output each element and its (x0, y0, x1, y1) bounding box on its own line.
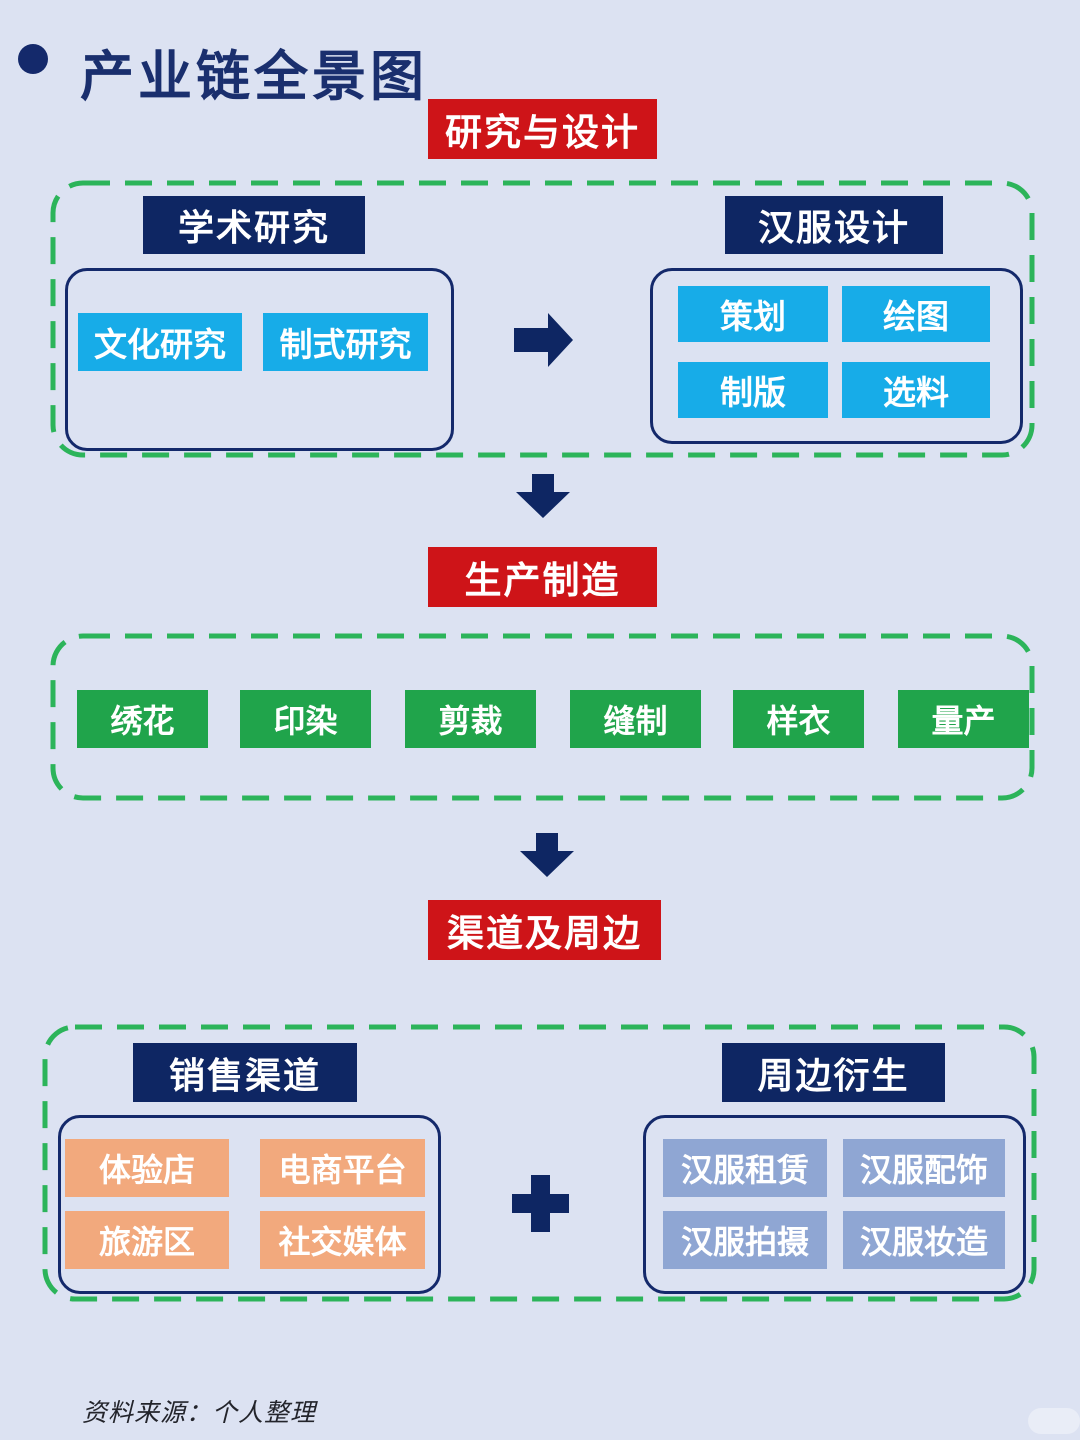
item-format-research: 制式研究 (263, 313, 428, 371)
item-cultural-research: 文化研究 (78, 313, 242, 371)
item-drawing: 绘图 (842, 286, 990, 342)
research-design-dashed-border (50, 180, 1035, 458)
item-material-selection: 选料 (842, 362, 990, 418)
item-sewing: 缝制 (570, 690, 701, 748)
item-tourist-area: 旅游区 (65, 1211, 229, 1269)
item-hanfu-photography: 汉服拍摄 (663, 1211, 827, 1269)
item-hanfu-rental: 汉服租赁 (663, 1139, 827, 1197)
item-social-media: 社交媒体 (260, 1211, 425, 1269)
item-embroidery: 绣花 (77, 690, 208, 748)
group-header-academic-research: 学术研究 (143, 196, 365, 254)
item-pattern-making: 制版 (678, 362, 828, 418)
item-sample-garment: 样衣 (733, 690, 864, 748)
item-planning: 策划 (678, 286, 828, 342)
item-cutting: 剪裁 (405, 690, 536, 748)
item-experience-store: 体验店 (65, 1139, 229, 1197)
title-bullet-icon (18, 44, 48, 74)
watermark (1028, 1408, 1080, 1434)
item-hanfu-accessories: 汉服配饰 (843, 1139, 1005, 1197)
page-title: 产业链全景图 (80, 47, 428, 107)
stage-banner-research-design: 研究与设计 (428, 99, 657, 159)
group-header-hanfu-design: 汉服设计 (725, 196, 943, 254)
item-printing-dyeing: 印染 (240, 690, 371, 748)
stage-banner-production: 生产制造 (428, 547, 657, 607)
group-box-derivatives (643, 1115, 1026, 1294)
group-box-academic-research (65, 268, 454, 451)
group-header-derivatives: 周边衍生 (722, 1043, 945, 1102)
stage-banner-channels: 渠道及周边 (428, 900, 661, 960)
production-dashed-border (50, 633, 1035, 801)
arrow-down-icon (520, 833, 574, 877)
item-hanfu-makeup: 汉服妆造 (843, 1211, 1005, 1269)
item-ecommerce-platform: 电商平台 (260, 1139, 425, 1197)
group-box-sales-channels (58, 1115, 441, 1294)
arrow-down-icon (516, 474, 570, 518)
plus-icon (512, 1175, 569, 1232)
channels-dashed-border (42, 1024, 1037, 1302)
item-mass-production: 量产 (898, 690, 1029, 748)
group-box-hanfu-design (650, 268, 1023, 444)
arrow-right-icon (514, 313, 573, 367)
source-note: 资料来源：个人整理 (82, 1399, 317, 1427)
group-header-sales-channels: 销售渠道 (133, 1043, 357, 1102)
